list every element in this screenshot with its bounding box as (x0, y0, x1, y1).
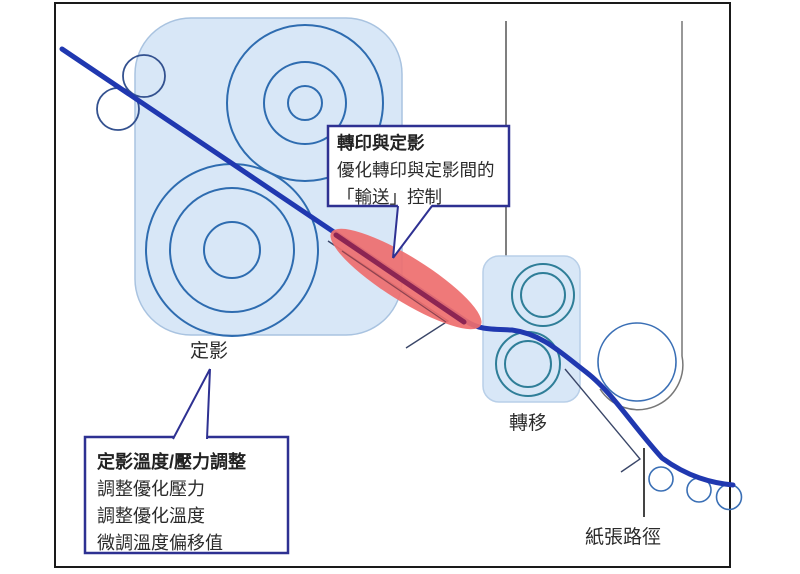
callout-transfer-fusing-line3: 「輸送」控制 (337, 187, 442, 207)
callout-transfer-fusing-title: 轉印與定影 (337, 133, 425, 153)
paper-path-label: 紙張路徑 (585, 526, 661, 548)
fuser-bottom-roller-middle (169, 187, 295, 313)
fuser-top-roller-middle (263, 61, 347, 145)
transfer-top-roller-inner (520, 272, 566, 318)
idler-roller (597, 322, 677, 402)
fuser-label: 定影 (190, 340, 228, 362)
callout-fuser-adjust-line2: 調整優化壓力 (97, 479, 205, 499)
callout-transfer-fusing-line2: 優化轉印與定影間的 (337, 160, 495, 180)
entry-roller-top (122, 54, 166, 98)
callout-transfer-fusing-box (326, 124, 511, 208)
callout-fuser-adjust-line3: 調整優化溫度 (97, 506, 205, 526)
callout-fuser-adjust-title: 定影溫度/壓力調整 (97, 451, 246, 472)
fuser-top-roller-inner (287, 85, 323, 121)
transfer-top-roller-outer (511, 263, 575, 327)
exit-roller-1 (648, 466, 674, 492)
callout-transfer-fusing-tail-border (392, 205, 433, 259)
callout-transfer-fusing: 轉印與定影 優化轉印與定影間的 「輸送」控制 (326, 124, 511, 259)
fuser-bottom-roller-inner (203, 221, 261, 279)
aux-guide-line-lower (564, 368, 642, 473)
callout-fuser-adjust-box (83, 435, 290, 555)
transfer-bottom-roller-inner (504, 340, 552, 388)
callout-fuser-adjust-tail-border (172, 368, 211, 440)
highlighted-path-segment (333, 232, 467, 325)
main-paper-path-line (59, 46, 736, 488)
fuser-top-roller-outer (226, 24, 384, 182)
highlighted-aux-segment (341, 250, 447, 323)
transfer-label: 轉移 (509, 412, 547, 434)
callout-fuser-adjust-line4: 微調溫度偏移值 (97, 533, 223, 553)
callout-fuser-adjust: 定影溫度/壓力調整 調整優化壓力 調整優化溫度 微調溫度偏移值 (83, 368, 290, 555)
